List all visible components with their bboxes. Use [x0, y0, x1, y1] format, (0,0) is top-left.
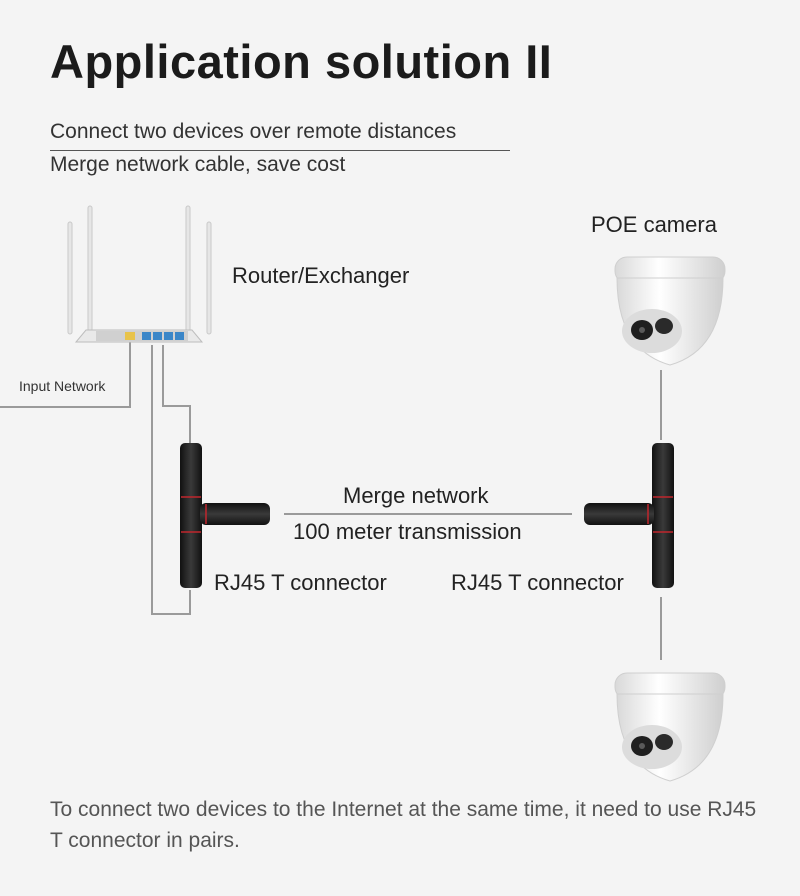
- subtitle-line-1: Connect two devices over remote distance…: [50, 120, 457, 143]
- subtitle-line-2: Merge network cable, save cost: [50, 153, 346, 176]
- input-network-label: Input Network: [19, 378, 106, 394]
- router-lan-port: [164, 332, 173, 340]
- router-label: Router/Exchanger: [232, 263, 410, 288]
- footer-note: To connect two devices to the Internet a…: [50, 798, 757, 852]
- merge-network-label: Merge network: [343, 483, 489, 508]
- rj45-t-connector-left: [180, 443, 270, 588]
- router-to-connector-cable-a: [151, 345, 191, 615]
- transmission-label: 100 meter transmission: [293, 519, 522, 544]
- router-lan-port: [142, 332, 151, 340]
- poe-camera-bottom-image: [614, 672, 726, 782]
- cables: [0, 342, 662, 660]
- router-antenna: [206, 221, 212, 335]
- router-antenna: [67, 221, 73, 335]
- connector-left-label: RJ45 T connector: [214, 570, 387, 595]
- page-title: Application solution II: [50, 35, 553, 88]
- router-lan-port: [175, 332, 184, 340]
- poe-camera-label: POE camera: [591, 212, 717, 237]
- subtitle-divider: [50, 150, 510, 151]
- router-antenna: [87, 205, 93, 333]
- router-lan-port: [153, 332, 162, 340]
- router-antenna: [185, 205, 191, 333]
- rj45-t-connector-right: [584, 443, 674, 588]
- router-to-connector-cable-b: [162, 345, 191, 445]
- connector-right-label: RJ45 T connector: [451, 570, 624, 595]
- poe-camera-top-image: [614, 256, 726, 366]
- router-wan-port: [125, 332, 135, 340]
- input-network-cable: [0, 342, 131, 408]
- router-image: [67, 205, 212, 343]
